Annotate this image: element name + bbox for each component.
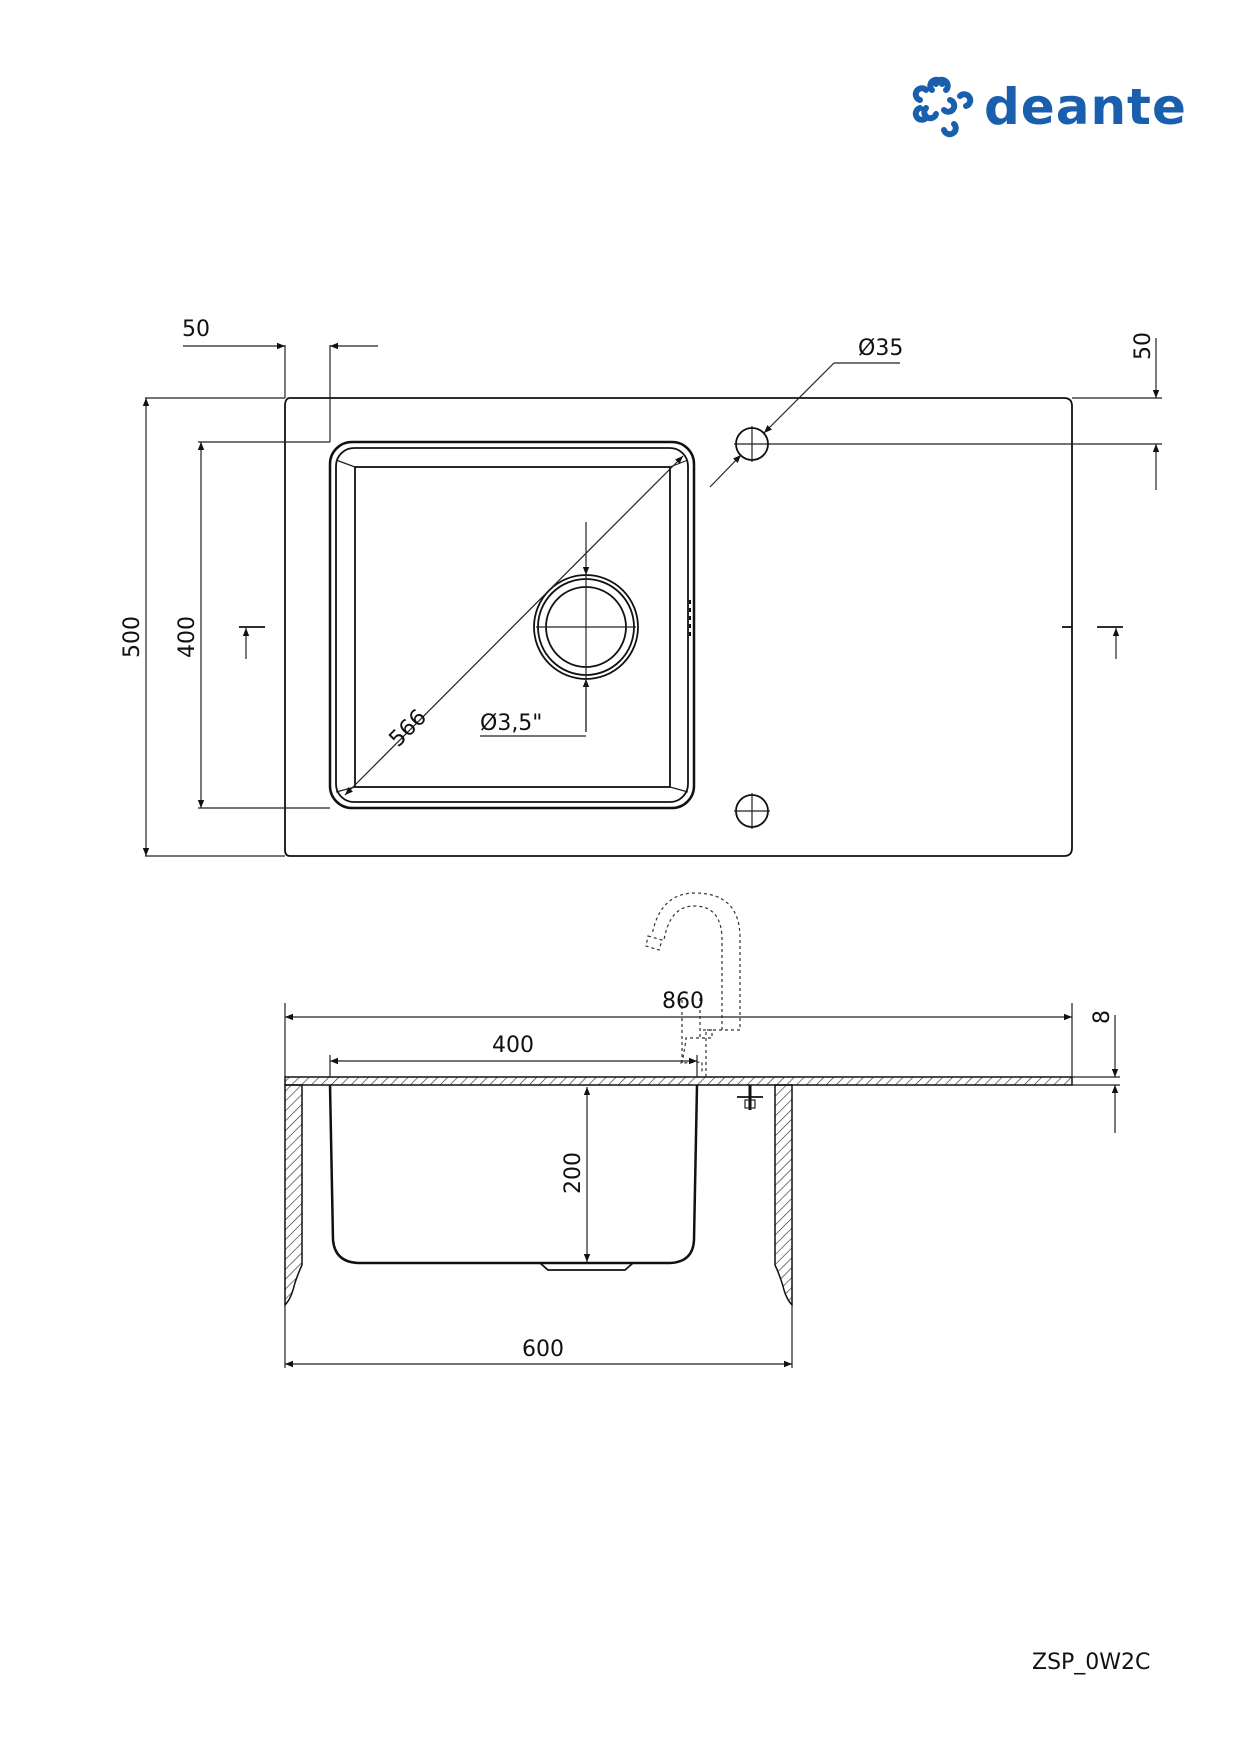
product-code: ZSP_0W2C [1032, 1650, 1151, 1675]
section-marker-right [1062, 626, 1123, 659]
countertop-outline [284, 397, 1073, 857]
dim-total-depth: 500 [120, 616, 145, 658]
dim-diagonal: 566 [385, 705, 432, 752]
section-view: 860 400 8 200 600 [284, 892, 1120, 1368]
section-marker-left [239, 626, 265, 659]
deante-logo-icon [912, 76, 974, 138]
brand-name: deante [984, 78, 1187, 136]
dim-drain-diameter: Ø3,5" [480, 711, 542, 736]
dim-total-width: 860 [662, 989, 704, 1014]
plan-view: Ø3,5" 566 Ø35 50 50 [120, 317, 1162, 857]
bowl-outer [328, 440, 696, 810]
cabinet-wall-left [284, 1084, 303, 1307]
dim-tap-offset-y: 50 [1131, 332, 1156, 360]
dim-cabinet-width: 600 [522, 1337, 564, 1362]
tap-hole-lower [734, 793, 770, 829]
dim-thickness: 8 [1090, 1010, 1115, 1024]
bowl-section [328, 1084, 699, 1265]
dim-tap-hole-diameter: Ø35 [858, 336, 903, 361]
countertop-section [284, 1076, 1073, 1086]
dim-bowl-width: 400 [492, 1033, 534, 1058]
brand-logo: deante [912, 72, 1187, 142]
cabinet-wall-right [774, 1084, 793, 1307]
dim-bowl-height: 200 [561, 1152, 586, 1194]
dim-bowl-depth: 400 [175, 616, 200, 658]
dim-tap-offset-x: 50 [182, 317, 210, 342]
